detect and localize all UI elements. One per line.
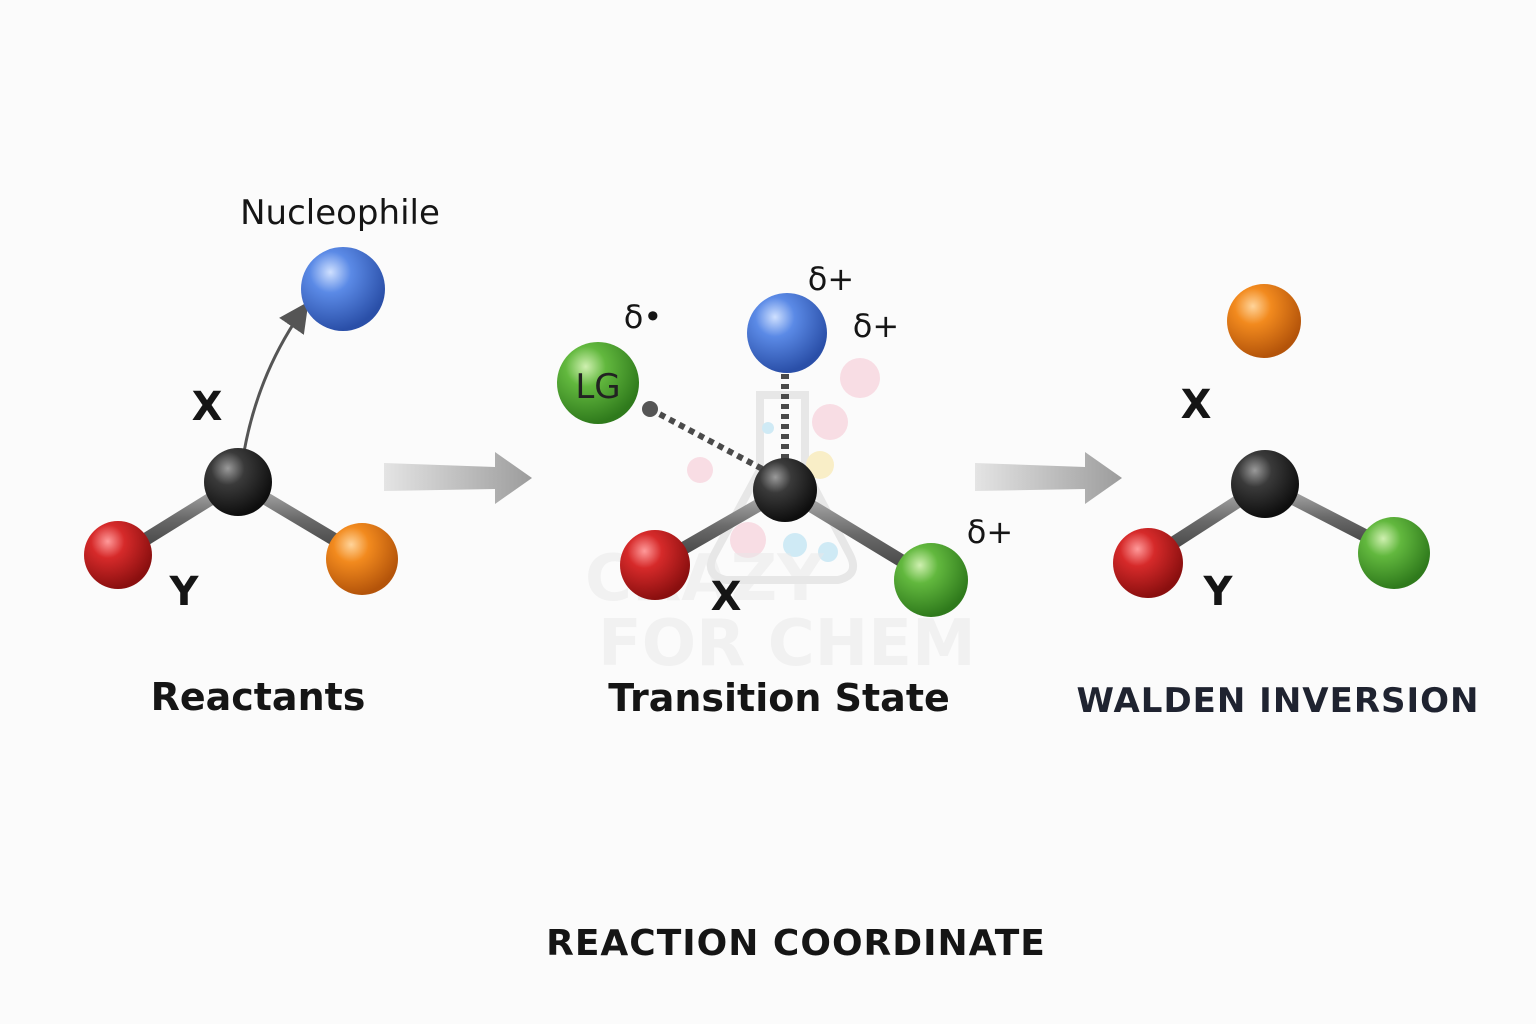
red-atom <box>620 530 690 600</box>
nucleophile-atom <box>301 247 385 331</box>
central-carbon <box>753 458 817 522</box>
leaving-group-label: LG <box>575 367 620 407</box>
watermark-line2: FOR CHEM <box>598 607 976 681</box>
nucleophile-atom <box>747 293 827 373</box>
reaction-arrow-2 <box>975 452 1122 504</box>
ts-x-label: X <box>711 574 742 620</box>
delta-green-label: δ+ <box>967 513 1013 551</box>
delta-nucleophile-label: δ+ <box>808 260 854 298</box>
green-atom <box>1358 517 1430 589</box>
product-x-label: X <box>1181 382 1212 428</box>
central-carbon <box>204 448 272 516</box>
red-atom <box>1113 528 1183 598</box>
reaction-coordinate-label: REACTION COORDINATE <box>546 923 1046 964</box>
orange-atom <box>326 523 398 595</box>
walden-inversion-label: WALDEN INVERSION <box>1076 681 1479 721</box>
leaving-group-atom <box>557 342 639 424</box>
reactants-stage-label: Reactants <box>151 675 366 719</box>
reaction-arrow-1 <box>384 452 532 504</box>
product-molecule: X Y WALDEN INVERSION <box>1076 284 1479 721</box>
orange-atom <box>1227 284 1301 358</box>
product-y-label: Y <box>1203 569 1234 615</box>
transition-state-stage-label: Transition State <box>608 676 950 720</box>
reactant-x-label: X <box>192 384 223 430</box>
reactant-y-label: Y <box>169 569 200 615</box>
red-atom <box>84 521 152 589</box>
delta-upper-right-label: δ+ <box>853 307 899 345</box>
reactants-molecule: X Y Nucleophile Reactants <box>84 193 440 719</box>
nucleophile-label: Nucleophile <box>240 193 440 233</box>
nucleophile-attack-arrow <box>242 301 309 453</box>
green-atom <box>894 543 968 617</box>
transition-state-molecule: LG δ• δ+ δ+ δ+ X Transition State <box>557 260 1013 720</box>
central-carbon <box>1231 450 1299 518</box>
watermark-line1: CRAZY <box>585 542 824 616</box>
delta-lg-label: δ• <box>624 298 662 336</box>
